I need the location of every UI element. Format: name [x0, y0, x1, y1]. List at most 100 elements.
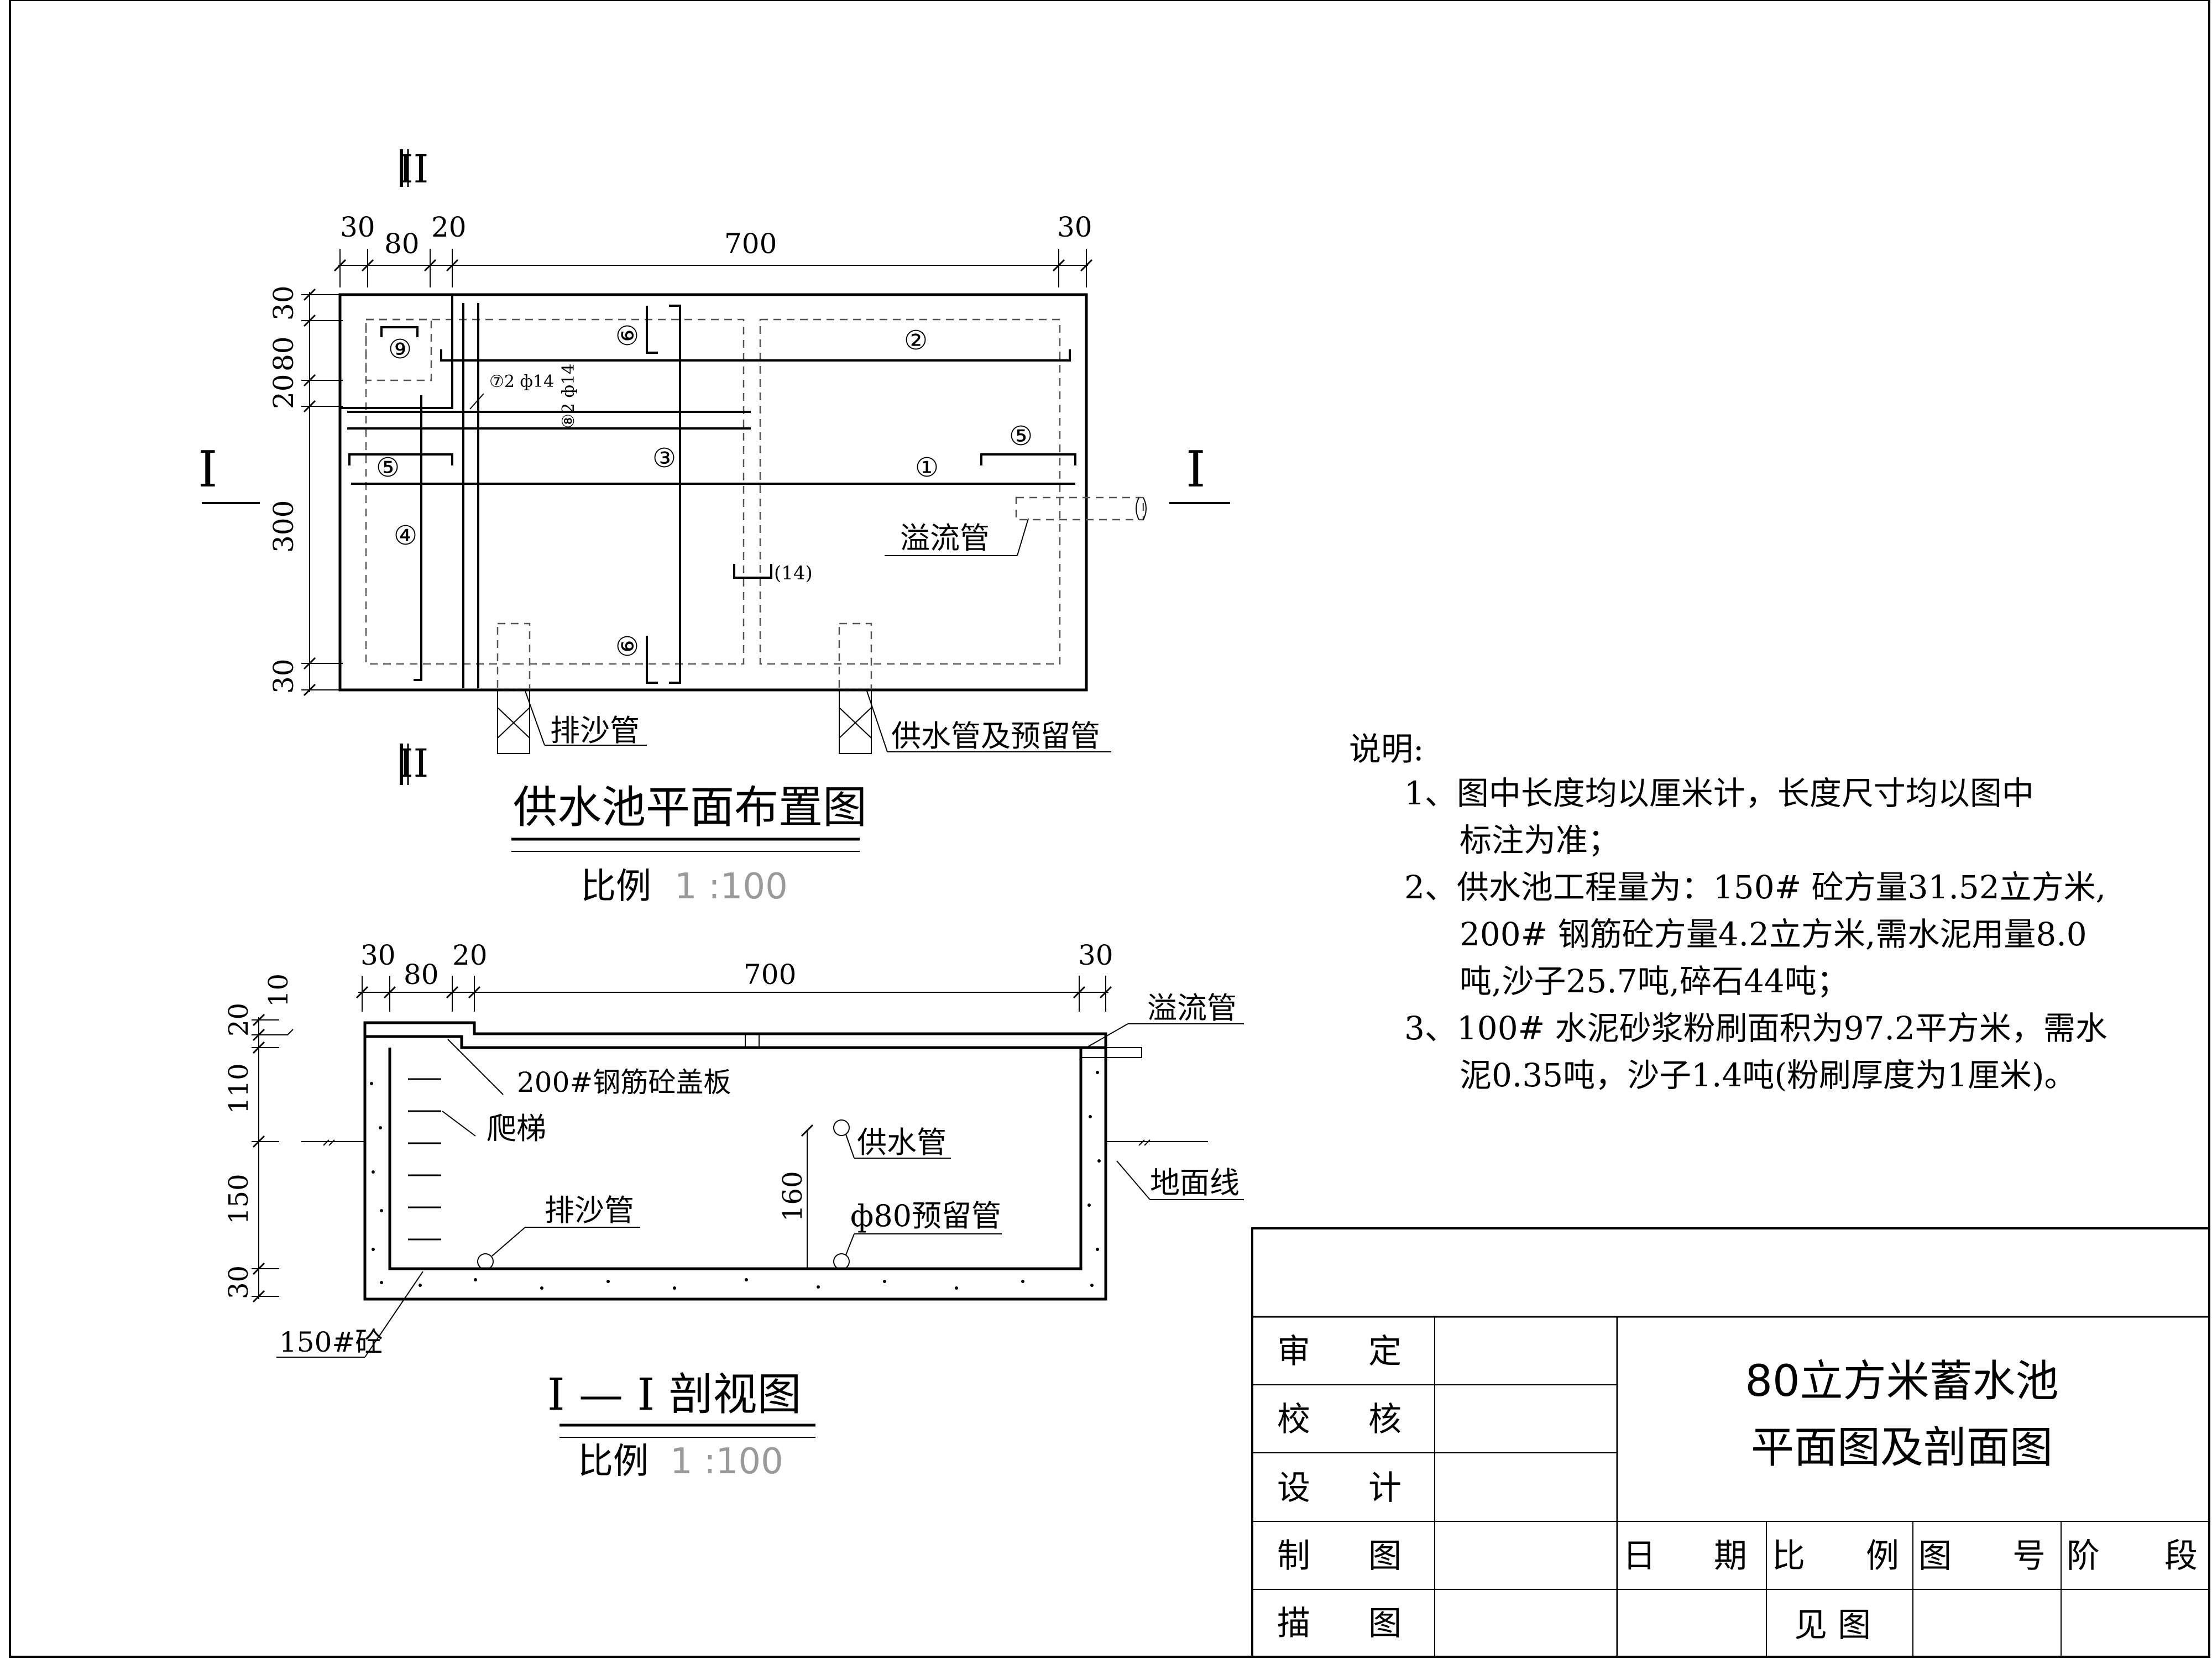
section-cover-slab	[363, 1021, 1107, 1049]
plan-dim-left-300: 300	[268, 500, 300, 553]
col-date-b: 期	[1714, 1537, 1747, 1576]
plan-dim-left-20: 20	[268, 374, 300, 409]
section-label-cover: 200#钢筋砼盖板	[517, 1066, 731, 1098]
section-tank-inner	[388, 1048, 1083, 1270]
rebar-5-left-marker: ⑤	[376, 452, 400, 483]
plan-title: 供水池平面布置图	[513, 782, 867, 833]
section-scale-value: 1 :100	[670, 1441, 783, 1482]
drawing-title-line-2: 平面图及剖面图	[1751, 1423, 2053, 1473]
section-label-concrete: 150#砼	[279, 1326, 383, 1358]
plan-pool-outline	[338, 293, 1088, 692]
notes-line-3: 2、供水池工程量为：150# 砼方量31.52立方米,	[1404, 868, 2106, 906]
section-mark-I-right: I	[1186, 441, 1206, 499]
rebar-8-label: ⑧2 ф14	[559, 364, 578, 428]
section-dim-top-80: 80	[404, 959, 439, 991]
section-scale-label: 比例	[578, 1441, 649, 1482]
col-scale-b: 例	[1866, 1537, 1899, 1576]
role-draw-b: 图	[1368, 1537, 1402, 1576]
plan-dim-top-20: 20	[431, 211, 467, 243]
rebar-7-label: ⑦2 ф14	[489, 372, 554, 391]
title-block-text: 审 定 校 核 设 计 制 图 描 图 80立方米蓄水池 平面图及剖面图 日 期…	[1277, 1332, 2198, 1645]
plan-dim-top-700: 700	[724, 228, 777, 260]
role-design-a: 设	[1277, 1469, 1310, 1508]
rebar-6-top-marker: ⑥	[613, 323, 644, 347]
col-date-a: 日	[1623, 1537, 1656, 1576]
section-dim-top-30b: 30	[1078, 939, 1113, 971]
rebar-3-marker: ③	[652, 443, 676, 474]
section-label-overflow: 溢流管	[1147, 991, 1237, 1025]
section-mark-II-top: II	[398, 146, 428, 192]
plan-supply-pipe	[838, 622, 1111, 754]
section-ladder	[408, 1078, 441, 1241]
notes-heading: 说明:	[1349, 730, 1424, 768]
plan-label-sand-drain: 排沙管	[550, 713, 640, 748]
role-approve-a: 审	[1277, 1332, 1310, 1371]
drawing-title-line-1: 80立方米蓄水池	[1745, 1357, 2058, 1406]
section-dim-top-30a: 30	[360, 939, 396, 971]
notes-line-4: 200# 钢筋砼方量4.2立方米,需水泥用量8.0	[1460, 915, 2087, 953]
col-stage-a: 阶	[2067, 1537, 2100, 1576]
rebar-1-marker: ①	[915, 452, 939, 483]
notes-block: 说明: 1、图中长度均以厘米计，长度尺寸均以图中 标注为准； 2、供水池工程量为…	[1349, 730, 2108, 1094]
plan-dim-left-30a: 30	[268, 285, 300, 321]
role-design-b: 计	[1368, 1469, 1402, 1508]
col-drawing-no-a: 图	[1918, 1537, 1952, 1576]
plan-chamber-right	[759, 318, 1061, 665]
role-trace-b: 图	[1368, 1604, 1402, 1643]
section-label-ground: 地面线	[1150, 1165, 1240, 1200]
section-dim-top-700: 700	[744, 959, 796, 991]
section-dim-top-20: 20	[452, 939, 488, 971]
plan-overflow-pipe	[885, 496, 1147, 556]
plan-dim-left-80: 80	[268, 336, 300, 371]
rebar-4-marker: ④	[394, 520, 417, 551]
notes-line-2: 标注为准；	[1460, 821, 1620, 859]
section-mark-II-bottom: II	[398, 741, 428, 786]
section-label-sand-drain: 排沙管	[545, 1193, 634, 1228]
plan-dim-top-30a: 30	[340, 211, 375, 243]
plan-label-overflow: 溢流管	[900, 521, 990, 556]
col-drawing-no-b: 号	[2012, 1537, 2046, 1576]
section-concrete-hatch	[370, 1071, 1101, 1290]
col-scale-a: 比	[1772, 1537, 1805, 1576]
sheet-border	[9, 0, 2210, 1658]
section-mark-I-left: I	[198, 441, 218, 499]
plan-view: II II I I 30 80 20 700 30	[198, 146, 1230, 907]
section-label-ladder: 爬梯	[487, 1111, 546, 1146]
plan-scale-label: 比例	[581, 866, 651, 907]
section-view: 30 80 20 700 30 20 10 110 150 30	[223, 939, 1244, 1482]
plan-dim-top-80: 80	[384, 228, 420, 260]
notes-line-6: 3、100# 水泥砂浆粉刷面积为97.2平方米，需水	[1404, 1009, 2108, 1047]
rebar-5-right-marker: ⑤	[1009, 421, 1033, 452]
notes-line-1: 1、图中长度均以厘米计，长度尺寸均以图中	[1404, 774, 2034, 812]
section-label-reserve: ф80预留管	[850, 1199, 1001, 1233]
rebar-6-bottom-marker: ⑥	[613, 634, 644, 658]
plan-rebars	[340, 296, 1076, 688]
plan-label-supply: 供水管及预留管	[891, 719, 1100, 753]
section-dim-left-30: 30	[223, 1265, 254, 1299]
section-dim-left-110: 110	[223, 1063, 254, 1114]
rebar-14-marker: (14)	[774, 562, 813, 584]
plan-dim-top-30b: 30	[1057, 211, 1092, 243]
role-check-a: 校	[1277, 1400, 1310, 1439]
section-dim-160: 160	[777, 1171, 808, 1222]
rebar-9-marker: ⑨	[388, 334, 412, 365]
notes-line-7: 泥0.35吨，沙子1.4吨(粉刷厚度为1厘米)。	[1460, 1056, 2077, 1094]
notes-line-5: 吨,沙子25.7吨,碎石44吨；	[1460, 962, 1849, 1000]
rebar-2-marker: ②	[904, 325, 928, 356]
plan-scale-value: 1 :100	[674, 866, 788, 907]
role-trace-a: 描	[1277, 1604, 1310, 1643]
role-draw-a: 制	[1277, 1537, 1310, 1576]
title-block	[1251, 1227, 2210, 1658]
plan-dim-left-30b: 30	[268, 658, 300, 694]
plan-sand-drain-pipe	[496, 622, 647, 754]
role-check-b: 核	[1368, 1400, 1402, 1439]
plan-manhole	[365, 318, 432, 381]
role-approve-b: 定	[1368, 1332, 1402, 1371]
section-dim-left-10: 10	[263, 974, 294, 1007]
section-tank-outer	[363, 1023, 1107, 1301]
col-stage-b: 段	[2164, 1537, 2198, 1576]
scale-see-drawing: 见 图	[1794, 1606, 1871, 1645]
section-title: I — I 剖视图	[547, 1369, 802, 1420]
